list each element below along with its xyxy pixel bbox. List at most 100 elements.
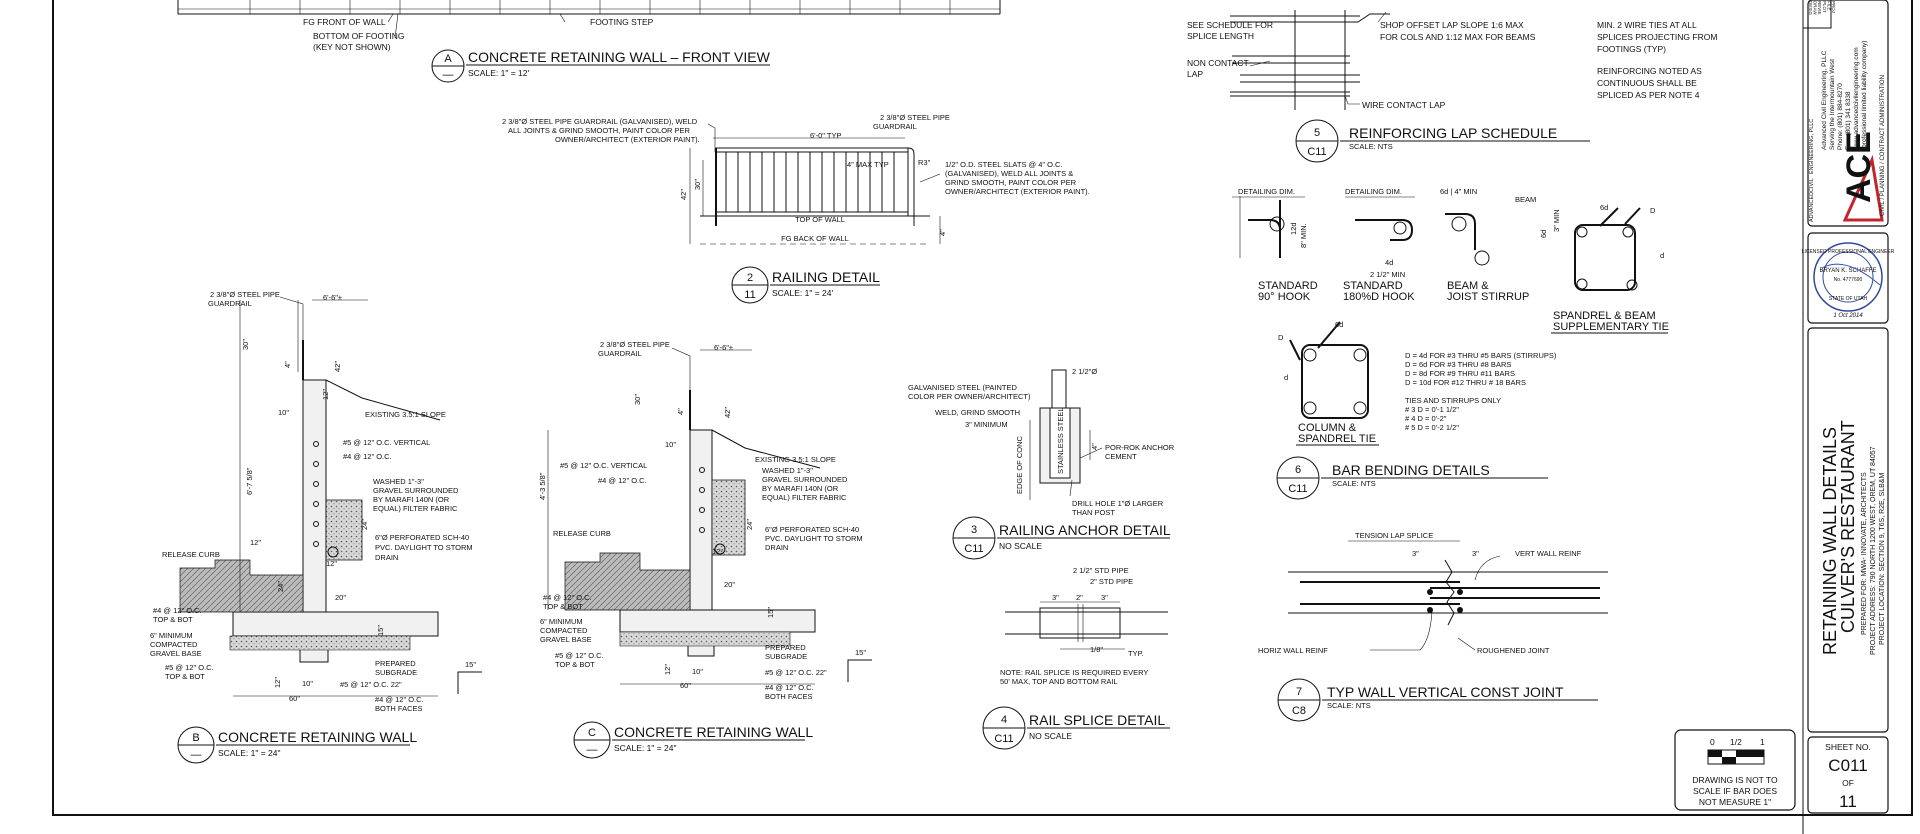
svg-text:LAP: LAP	[1187, 69, 1203, 79]
svg-text:20": 20"	[724, 580, 735, 589]
svg-text:TOP & BOT: TOP & BOT	[543, 602, 583, 611]
svg-text:3" MINIMUM: 3" MINIMUM	[965, 420, 1008, 429]
detail-2-railing: 2 3/8"Ø STEEL PIPE GUARDRAIL (GALVANISED…	[502, 113, 1090, 304]
fg-front-label: FG FRONT OF WALL	[303, 17, 386, 27]
svg-text:ALL JOINTS & GRIND SMOOTH, PAI: ALL JOINTS & GRIND SMOOTH, PAINT COLOR P…	[508, 126, 691, 135]
svg-text:2 3/8"Ø STEEL PIPE GUARDRAIL (: 2 3/8"Ø STEEL PIPE GUARDRAIL (GALVANISED…	[502, 117, 698, 126]
svg-text:BRYAN K. SCHAFFE: BRYAN K. SCHAFFE	[1819, 268, 1876, 274]
svg-text:3": 3"	[1472, 549, 1479, 558]
svg-text:4'-3 5/8": 4'-3 5/8"	[538, 472, 547, 500]
svg-text:6'-6"±: 6'-6"±	[714, 343, 733, 352]
svg-text:DETAILING DIM.: DETAILING DIM.	[1238, 187, 1295, 196]
svg-text:#5 @ 12" O.C. VERTICAL: #5 @ 12" O.C. VERTICAL	[560, 461, 647, 470]
bottom-footing-label: BOTTOM OF FOOTING	[313, 31, 404, 41]
svg-text:SCALE: NTS: SCALE: NTS	[1349, 142, 1393, 151]
svg-text:EQUAL) FILTER FABRIC: EQUAL) FILTER FABRIC	[373, 504, 458, 513]
svg-text:GRAVEL BASE: GRAVEL BASE	[150, 649, 202, 658]
svg-text:50' MAX, TOP AND BOTTOM RAIL: 50' MAX, TOP AND BOTTOM RAIL	[1000, 677, 1118, 686]
svg-text:12": 12"	[250, 538, 261, 547]
svg-text:OWNER/ARCHITECT (EXTERIOR PAIN: OWNER/ARCHITECT (EXTERIOR PAINT).	[945, 187, 1090, 196]
svg-text:60": 60"	[680, 681, 691, 690]
svg-text:10": 10"	[278, 408, 289, 417]
svg-text:WIRE CONTACT LAP: WIRE CONTACT LAP	[1362, 100, 1446, 110]
svg-text:15": 15"	[855, 648, 866, 657]
svg-text:Advanced Civil Engineering, PL: Advanced Civil Engineering, PLLC	[1821, 50, 1828, 150]
svg-text:8" MIN.: 8" MIN.	[1299, 223, 1308, 248]
svg-text:FOR COLS AND 1:12 MAX FOR BEAM: FOR COLS AND 1:12 MAX FOR BEAMS	[1380, 32, 1536, 42]
svg-text:ROUGHENED JOINT: ROUGHENED JOINT	[1477, 646, 1550, 655]
svg-text:A: A	[444, 53, 452, 65]
svg-text:THAN POST: THAN POST	[1072, 508, 1115, 517]
svg-text:RAILING ANCHOR DETAIL: RAILING ANCHOR DETAIL	[999, 522, 1171, 538]
svg-text:15": 15"	[376, 625, 385, 636]
svg-text:42": 42"	[333, 361, 342, 372]
svg-text:GRAVEL SURROUNDED: GRAVEL SURROUNDED	[762, 475, 848, 484]
svg-text:6d: 6d	[1539, 230, 1548, 238]
svg-text:STAINLESS STEEL: STAINLESS STEEL	[1056, 407, 1065, 474]
svg-text:4: 4	[1001, 714, 1007, 726]
svg-text:6" MINIMUM: 6" MINIMUM	[150, 631, 193, 640]
svg-text:SUBGRADE: SUBGRADE	[375, 668, 417, 677]
svg-text:HORIZ WALL REINF: HORIZ WALL REINF	[1258, 646, 1328, 655]
svg-text:SPLICE LENGTH: SPLICE LENGTH	[1187, 31, 1254, 41]
svg-text:1 Oct 2014: 1 Oct 2014	[1833, 313, 1863, 319]
svg-text:SCALE: 1" = 24': SCALE: 1" = 24'	[772, 288, 833, 298]
svg-text:6: 6	[1295, 464, 1301, 476]
svg-text:(professional limited liabilit: (professional limited liability company)	[1861, 41, 1868, 150]
svg-text:12": 12"	[663, 664, 672, 675]
svg-text:24": 24"	[745, 519, 754, 530]
svg-text:Fax: (801) 341 8338: Fax: (801) 341 8338	[1845, 91, 1852, 150]
svg-text:6" MINIMUM: 6" MINIMUM	[540, 617, 583, 626]
tb-code: PLOT	[1822, 1, 1827, 13]
svg-text:CONTINUOUS SHALL BE: CONTINUOUS SHALL BE	[1597, 78, 1697, 88]
svg-text:6d | 4" MIN: 6d | 4" MIN	[1440, 187, 1477, 196]
svg-text:42": 42"	[723, 407, 732, 418]
svg-text:d: d	[1284, 373, 1288, 382]
svg-text:4": 4"	[283, 361, 292, 368]
svg-text:SCALE: 1" = 24": SCALE: 1" = 24"	[614, 743, 677, 753]
svg-text:PREPARED: PREPARED	[375, 659, 416, 668]
svg-text:D = 6d FOR #3 THRU #8 BARS: D = 6d FOR #3 THRU #8 BARS	[1405, 360, 1511, 369]
svg-text:3: 3	[971, 524, 977, 536]
svg-text:WELD, GRIND SMOOTH: WELD, GRIND SMOOTH	[935, 408, 1020, 417]
tb-code: PROJ	[1831, 1, 1836, 13]
svg-text:GRAVEL BASE: GRAVEL BASE	[540, 635, 592, 644]
svg-text:SCALE: NTS: SCALE: NTS	[1332, 479, 1376, 488]
svg-text:3": 3"	[1101, 593, 1108, 602]
svg-text:ADVANCED: ADVANCED	[1809, 192, 1815, 222]
svg-text:D = 8d FOR #9 THRU #11 BARS: D = 8d FOR #9 THRU #11 BARS	[1405, 369, 1515, 378]
detail-a-title-text: CONCRETE RETAINING WALL – FRONT VIEW	[468, 49, 771, 65]
svg-text:6"Ø PERFORATED SCH-40: 6"Ø PERFORATED SCH-40	[375, 533, 469, 542]
svg-text:COLUMN &: COLUMN &	[1298, 422, 1357, 434]
svg-text:10": 10"	[692, 667, 703, 676]
svg-text:OWNER/ARCHITECT (EXTERIOR PAIN: OWNER/ARCHITECT (EXTERIOR PAINT).	[555, 135, 700, 144]
svg-text:6"Ø PERFORATED SCH-40: 6"Ø PERFORATED SCH-40	[765, 525, 859, 534]
svg-text:4": 4"	[676, 408, 685, 415]
svg-text:C11: C11	[1307, 146, 1326, 158]
svg-text:TOP & BOT: TOP & BOT	[165, 672, 205, 681]
svg-text:POR-ROK ANCHOR: POR-ROK ANCHOR	[1105, 443, 1175, 452]
svg-text:#5 @ 12" O.C.: #5 @ 12" O.C.	[555, 651, 604, 660]
of-label: OF	[1842, 778, 1854, 788]
svg-text:6d: 6d	[1335, 320, 1343, 329]
svg-text:90° HOOK: 90° HOOK	[1258, 291, 1311, 303]
svg-text:D = 4d FOR #3 THRU #5 BARS (ST: D = 4d FOR #3 THRU #5 BARS (STIRRUPS)	[1405, 351, 1557, 360]
svg-text:2 3/8"Ø STEEL PIPE: 2 3/8"Ø STEEL PIPE	[880, 113, 950, 122]
svg-text:WASHED 1"-3": WASHED 1"-3"	[762, 466, 813, 475]
svg-text:MIN. 2 WIRE TIES AT ALL: MIN. 2 WIRE TIES AT ALL	[1597, 20, 1697, 30]
svg-text:d: d	[1660, 251, 1664, 260]
svg-text:PREPARED: PREPARED	[765, 643, 806, 652]
svg-text:4": 4"	[1090, 443, 1099, 450]
svg-text:12": 12"	[712, 547, 723, 556]
svg-text:SUPPLEMENTARY TIE: SUPPLEMENTARY TIE	[1553, 321, 1669, 333]
tb-code: REVIE	[1817, 1, 1822, 15]
svg-text:COLOR PER OWNER/ARCHITECT): COLOR PER OWNER/ARCHITECT)	[908, 392, 1031, 401]
svg-text:24": 24"	[276, 581, 285, 592]
svg-text:C11: C11	[1288, 483, 1307, 495]
svg-text:REINFORCING NOTED AS: REINFORCING NOTED AS	[1597, 66, 1702, 76]
key-not-shown-label: (KEY NOT SHOWN)	[313, 42, 391, 52]
svg-text:CEMENT: CEMENT	[1105, 452, 1137, 461]
svg-text:GALVANISED STEEL (PAINTED: GALVANISED STEEL (PAINTED	[908, 383, 1017, 392]
svg-text:EXISTING 3.5:1 SLOPE: EXISTING 3.5:1 SLOPE	[755, 455, 836, 464]
svg-text:BY MARAFI 140N (OR: BY MARAFI 140N (OR	[762, 484, 839, 493]
